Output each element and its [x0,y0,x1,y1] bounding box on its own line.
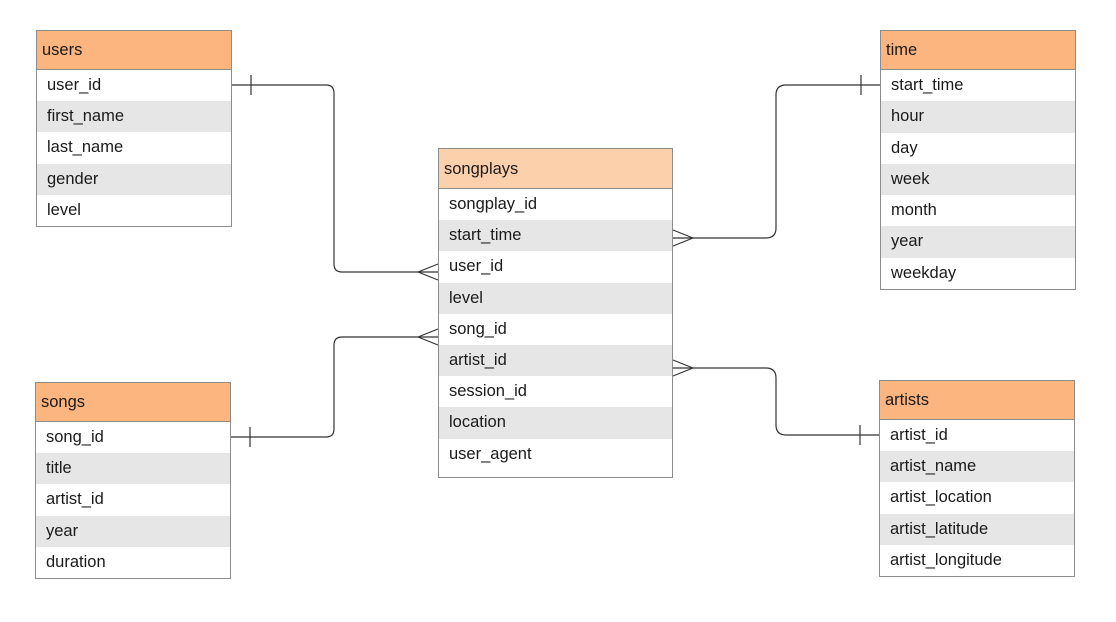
field-row: user_id [47,76,102,94]
many-marker [417,271,439,281]
rel-line [232,84,438,273]
field-row: level [439,282,672,314]
rel-line [673,84,880,239]
field-row: song_id [449,319,507,338]
many-marker [672,367,694,377]
many-marker [672,229,694,239]
field-row: artist_longitude [890,550,1002,569]
many-marker [672,237,694,247]
field-list: artist_id artist_name artist_location ar… [880,420,1074,576]
entity-title: artists [880,381,1074,420]
field-row: month [891,201,937,220]
field-row: duration [46,552,106,571]
field-row: artist_id [439,344,672,377]
entity-songplays: songplays songplay_id start_time user_id… [438,148,673,478]
rel-line [673,367,879,436]
field-list: start_time hour day week month year week… [881,70,1075,289]
rel-time-songplays [672,75,880,247]
field-list: song_id title artist_id year duration [36,422,230,578]
field-row: songplay_id [449,195,538,213]
field-row: gender [37,163,231,195]
field-row: hour [881,101,1075,133]
field-row: user_agent [449,444,532,463]
field-row: level [47,200,81,219]
entity-title: songs [36,383,230,422]
field-row: song_id [46,428,104,446]
field-row: artist_latitude [880,513,1074,545]
field-row: year [36,515,230,547]
field-row: artist_id [46,490,104,509]
field-row: week [881,163,1075,196]
field-row: user_id [449,257,504,276]
field-row: day [891,138,918,157]
field-row: session_id [449,382,527,401]
entity-time: time start_time hour day week month year… [880,30,1076,290]
field-row: artist_name [880,451,1074,483]
field-row: artist_location [890,488,992,507]
many-marker [417,263,439,273]
field-row: title [36,453,230,485]
entity-songs: songs song_id title artist_id year durat… [35,382,231,579]
many-marker [417,328,439,338]
field-row: weekday [891,263,957,282]
entity-users: users user_id first_name last_name gende… [36,30,232,227]
rel-users-songplays [232,75,439,281]
field-row: start_time [439,220,672,252]
rel-line [231,336,438,438]
entity-title: users [37,31,231,70]
entity-artists: artists artist_id artist_name artist_loc… [879,380,1075,577]
field-row: artist_id [890,426,948,444]
rel-artists-songplays [672,359,879,445]
field-list: user_id first_name last_name gender leve… [37,70,231,226]
field-row: year [881,226,1075,258]
entity-title: time [881,31,1075,70]
many-marker [672,359,694,369]
field-row: location [439,407,672,439]
field-row: first_name [37,101,231,133]
entity-title: songplays [439,149,672,189]
rel-songs-songplays [231,328,439,447]
field-row: last_name [47,138,124,157]
many-marker [417,336,439,346]
field-row: start_time [891,76,964,94]
field-list: songplay_id start_time user_id level son… [439,189,672,470]
